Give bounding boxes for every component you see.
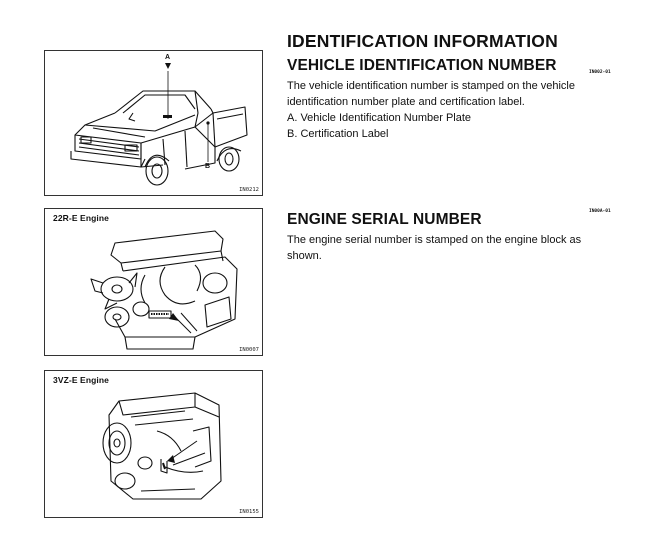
figure-label: 22R-E Engine [53,213,109,223]
section-ref-engine: IN00A-01 [589,209,611,214]
figure-code: IN0155 [239,509,259,515]
engine-3vze-illustration [102,392,222,500]
section-heading-vin: VEHICLE IDENTIFICATION NUMBER [287,57,557,74]
figure-label: 3VZ-E Engine [53,375,109,385]
truck-illustration [70,63,248,186]
section-body-engine: The engine serial number is stamped on t… [287,232,583,264]
vin-description: The vehicle identification number is sta… [287,80,575,108]
engine-22re-illustration [90,230,238,350]
figure-22re-engine: 22R-E Engine [44,208,263,356]
figure-code: IN0007 [239,347,259,353]
callout-b: B [205,163,211,170]
section-body-vin: The vehicle identification number is sta… [287,78,587,142]
page-title: IDENTIFICATION INFORMATION [287,31,558,51]
vin-item-b: B. Certification Label [287,128,389,140]
vin-item-a: A. Vehicle Identification Number Plate [287,112,472,124]
engine-description: The engine serial number is stamped on t… [287,234,582,262]
section-heading-engine: ENGINE SERIAL NUMBER [287,211,482,228]
figure-3vze-engine: 3VZ-E Engine IN0155 [44,370,263,518]
callout-a: A [165,54,171,61]
figure-vehicle: A B IN0212 [44,50,263,196]
section-ref-vin: IN002-01 [589,70,611,75]
figure-code: IN0212 [239,187,259,193]
